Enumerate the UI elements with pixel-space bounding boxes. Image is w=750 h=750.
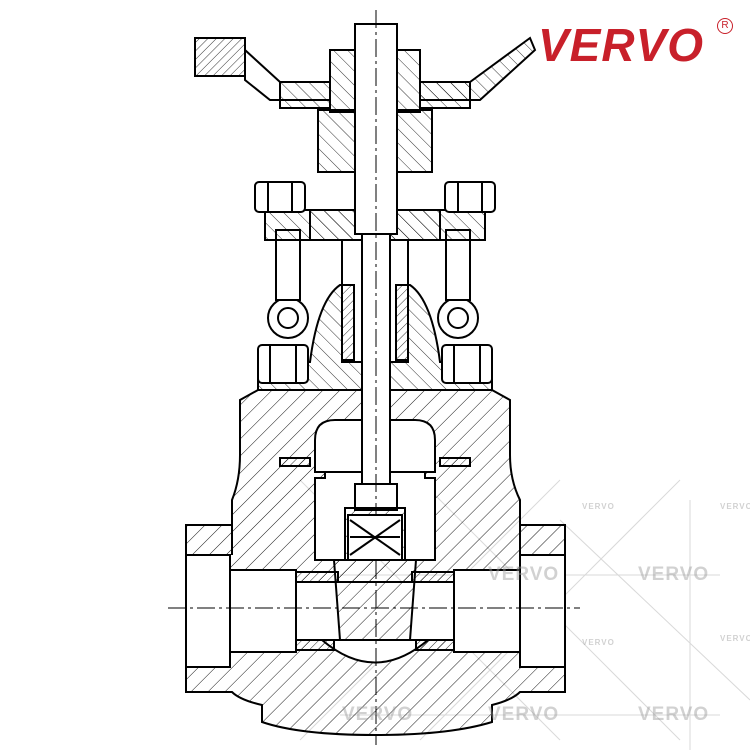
watermark-large: VERVO bbox=[488, 704, 560, 725]
gate-wedge bbox=[332, 507, 418, 641]
stem bbox=[354, 10, 398, 745]
valve-body bbox=[185, 389, 566, 737]
brand-logo: VERVO bbox=[538, 19, 705, 71]
watermark-large: VERVO bbox=[638, 704, 710, 725]
watermark-large: VERVO bbox=[638, 564, 710, 585]
watermark-large: VERVO bbox=[342, 704, 414, 725]
watermark-large: VERVO bbox=[488, 564, 560, 585]
handwheel bbox=[194, 36, 537, 109]
watermark-small: VERVO bbox=[582, 638, 615, 647]
watermark-small: VERVO bbox=[720, 634, 750, 643]
watermark-small: VERVO bbox=[582, 502, 615, 511]
gland bbox=[254, 181, 496, 241]
registered-mark-icon: R bbox=[717, 18, 733, 34]
bonnet-nuts bbox=[257, 344, 493, 384]
watermark-small: VERVO bbox=[720, 502, 750, 511]
